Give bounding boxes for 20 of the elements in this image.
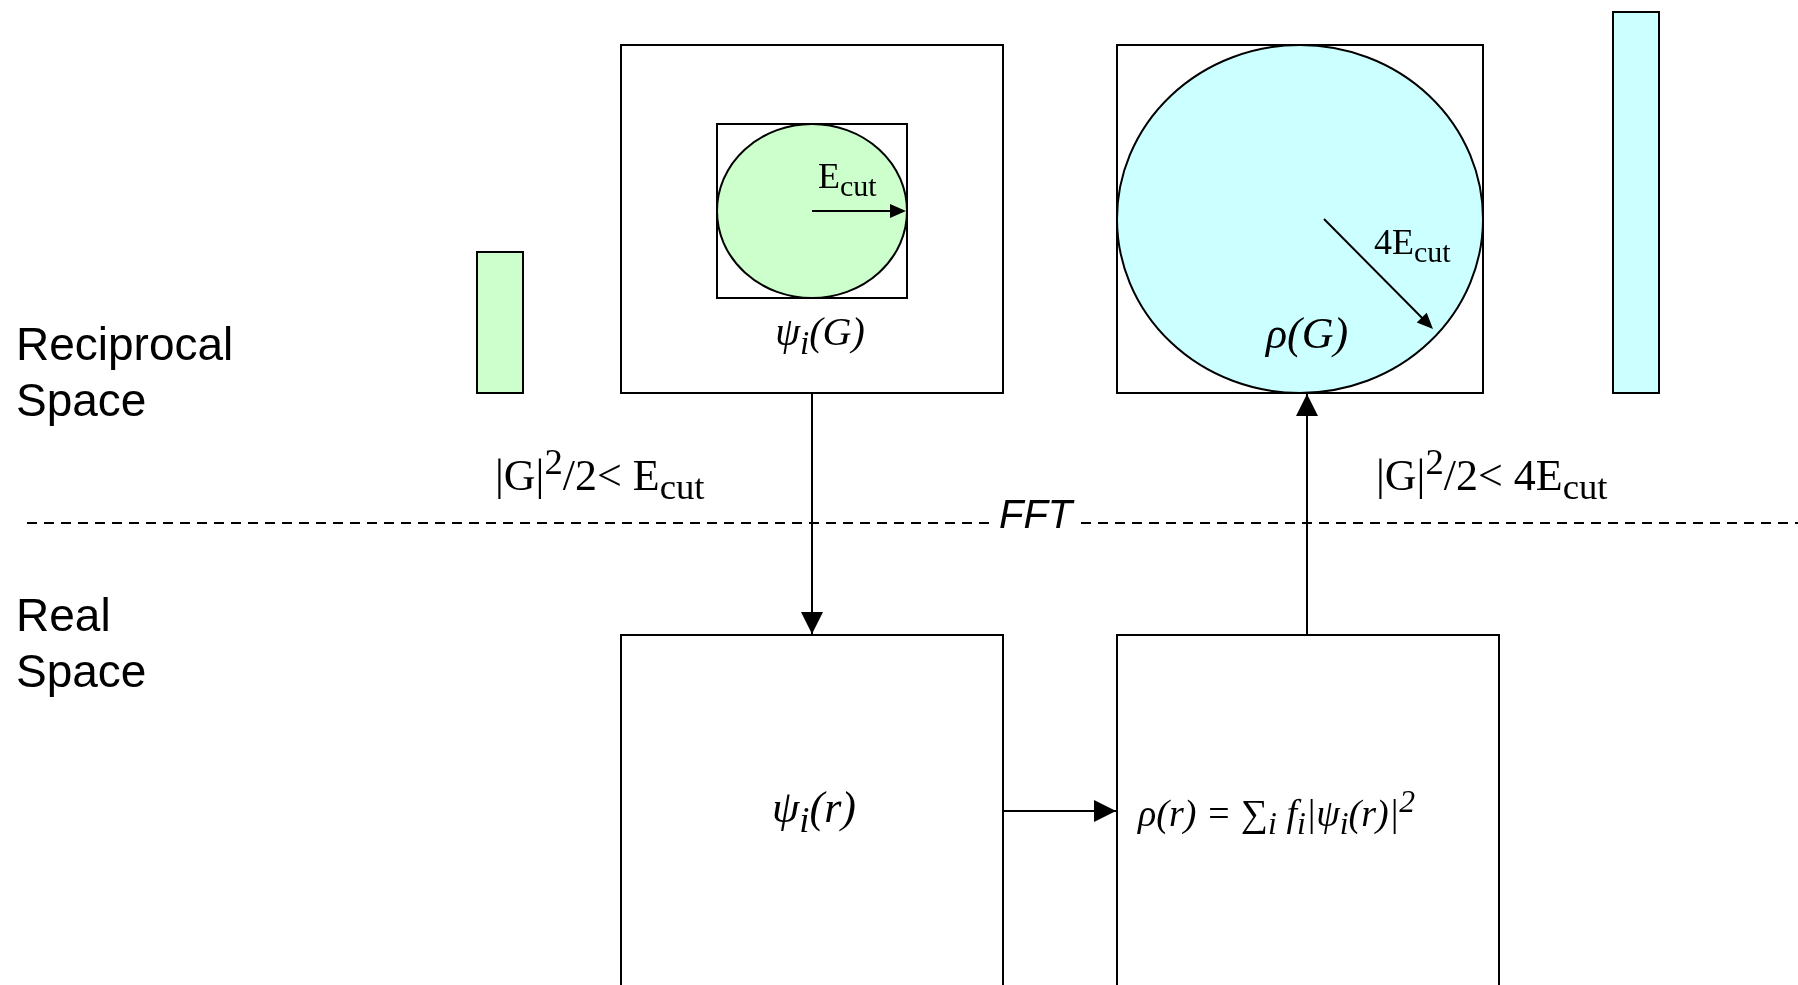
formula: ρ(G): [1266, 312, 1349, 356]
bar: [476, 251, 524, 394]
cutoff-sphere: [716, 123, 908, 299]
formula: ρ(r) = ∑$_{i}$ f$_{i}$|ψ$_{i}$(r)|$^{2}$: [1138, 786, 1415, 840]
arrow: [801, 393, 823, 635]
region-label: Reciprocal Space: [16, 317, 235, 429]
square-frame: [620, 634, 1004, 985]
arrow: [1296, 393, 1318, 635]
formula: ψ$_{i}$(G): [775, 312, 865, 360]
cutoff-condition: |G|$^{2}$/2< E$_{cut}$: [495, 444, 705, 507]
density-sphere: [1116, 44, 1484, 394]
square-frame: [620, 44, 1004, 394]
bar: [1612, 11, 1660, 394]
radius-label: 4E$_{cut}$: [1374, 224, 1451, 268]
arrow: [1003, 800, 1117, 822]
cutoff-condition: |G|$^{2}$/2< 4E$_{cut}$: [1376, 444, 1608, 507]
formula: ψ$_{i}$(r): [772, 786, 856, 839]
radius-label: E$_{cut}$: [818, 158, 877, 202]
square-frame: [1116, 634, 1500, 985]
region-label: Real Space: [16, 588, 148, 700]
